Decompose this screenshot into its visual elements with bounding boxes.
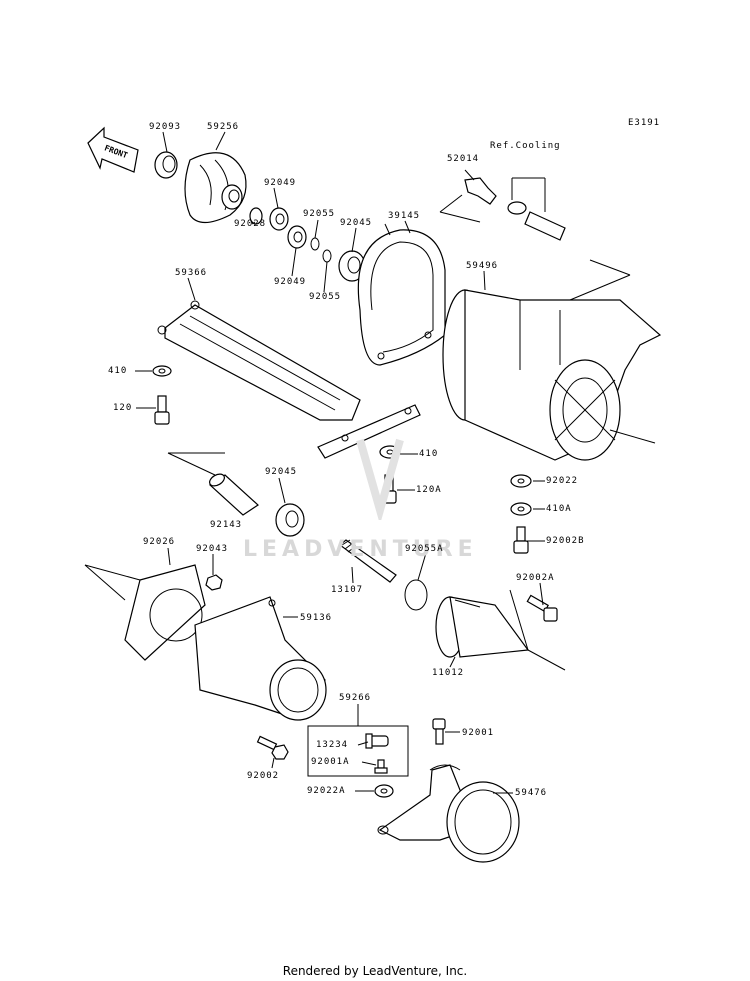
part-92001-bolt[interactable] — [432, 718, 446, 745]
label-59476[interactable]: 59476 — [515, 788, 548, 798]
label-39145[interactable]: 39145 — [388, 211, 421, 221]
label-92001A[interactable]: 92001A — [311, 757, 350, 767]
part-92045-bearing-b[interactable] — [275, 503, 305, 537]
watermark-logo-icon — [356, 438, 404, 520]
label-92002[interactable]: 92002 — [247, 771, 280, 781]
part-92022-washer[interactable] — [510, 474, 532, 488]
label-92028[interactable]: 92028 — [234, 219, 267, 229]
ref-cooling-label: Ref.Cooling — [490, 141, 561, 151]
label-52014[interactable]: 52014 — [447, 154, 480, 164]
part-92026-gasket[interactable] — [84, 564, 206, 661]
part-39145-cover[interactable] — [357, 220, 446, 366]
part-13234-fitting[interactable] — [365, 733, 389, 749]
label-410-center[interactable]: 410 — [419, 449, 439, 459]
label-410A[interactable]: 410A — [546, 504, 572, 514]
label-92045-a[interactable]: 92045 — [340, 218, 373, 228]
label-59366[interactable]: 59366 — [175, 268, 208, 278]
label-59136[interactable]: 59136 — [300, 613, 333, 623]
watermark-text: LEADVENTURE — [243, 537, 478, 562]
label-410-left[interactable]: 410 — [108, 366, 128, 376]
part-92002B-bolt[interactable] — [513, 526, 529, 554]
part-92093-bushing[interactable] — [154, 151, 178, 179]
part-92049-washer-b[interactable] — [287, 225, 307, 249]
part-59476-nozzle-ring[interactable] — [377, 764, 520, 863]
label-92049-b[interactable]: 92049 — [274, 277, 307, 287]
label-92049-a[interactable]: 92049 — [264, 178, 297, 188]
part-92049-washer-a[interactable] — [269, 207, 289, 231]
front-arrow-icon: FRONT — [87, 126, 139, 173]
diagram-code: E3191 — [628, 118, 661, 128]
part-92055-oring-a[interactable] — [310, 237, 320, 251]
label-92143[interactable]: 92143 — [210, 520, 243, 530]
part-11012-cone[interactable] — [435, 589, 566, 671]
label-92055A[interactable]: 92055A — [405, 544, 444, 554]
label-13107[interactable]: 13107 — [331, 585, 364, 595]
label-92022[interactable]: 92022 — [546, 476, 579, 486]
part-92028-collar[interactable] — [249, 207, 263, 225]
part-92055A-oring[interactable] — [404, 579, 428, 611]
part-52014-fitting[interactable] — [439, 177, 497, 223]
label-92002A[interactable]: 92002A — [516, 573, 555, 583]
label-59266[interactable]: 59266 — [339, 693, 372, 703]
part-59256-impeller[interactable] — [184, 152, 247, 224]
part-410-washer-left[interactable] — [152, 365, 172, 377]
part-92001A-screw[interactable] — [374, 759, 388, 774]
footer-credit: Rendered by LeadVenture, Inc. — [282, 964, 468, 978]
part-410A-washer[interactable] — [510, 502, 532, 516]
part-59496-pump-housing[interactable] — [442, 259, 662, 461]
label-13234[interactable]: 13234 — [316, 740, 349, 750]
label-92055-a[interactable]: 92055 — [303, 209, 336, 219]
leader-lines — [135, 131, 545, 794]
ref-cooling-hose — [507, 177, 566, 241]
part-92002A-bolt[interactable] — [526, 594, 558, 622]
label-92093[interactable]: 92093 — [149, 122, 182, 132]
label-92001[interactable]: 92001 — [462, 728, 495, 738]
label-59256[interactable]: 59256 — [207, 122, 240, 132]
label-92045-b[interactable]: 92045 — [265, 467, 298, 477]
part-13107-shaft[interactable] — [339, 539, 397, 583]
label-92002B[interactable]: 92002B — [546, 536, 585, 546]
part-92055-oring-b[interactable] — [322, 249, 332, 263]
label-120[interactable]: 120 — [113, 403, 133, 413]
kit-59266-box[interactable] — [307, 725, 409, 777]
part-59136-nozzle[interactable] — [194, 596, 327, 721]
label-92043[interactable]: 92043 — [196, 544, 229, 554]
label-92026[interactable]: 92026 — [143, 537, 176, 547]
part-92022A-washer[interactable] — [374, 784, 394, 798]
part-92143-sleeve[interactable] — [167, 452, 259, 516]
part-120-bolt-left[interactable] — [154, 395, 170, 425]
label-11012[interactable]: 11012 — [432, 668, 465, 678]
label-120A[interactable]: 120A — [416, 485, 442, 495]
part-92043-nut[interactable] — [205, 574, 223, 591]
label-59496[interactable]: 59496 — [466, 261, 499, 271]
label-92022A[interactable]: 92022A — [307, 786, 346, 796]
label-92055-b[interactable]: 92055 — [309, 292, 342, 302]
part-59366-plate[interactable] — [157, 300, 421, 459]
part-92002-bolt[interactable] — [256, 735, 289, 760]
